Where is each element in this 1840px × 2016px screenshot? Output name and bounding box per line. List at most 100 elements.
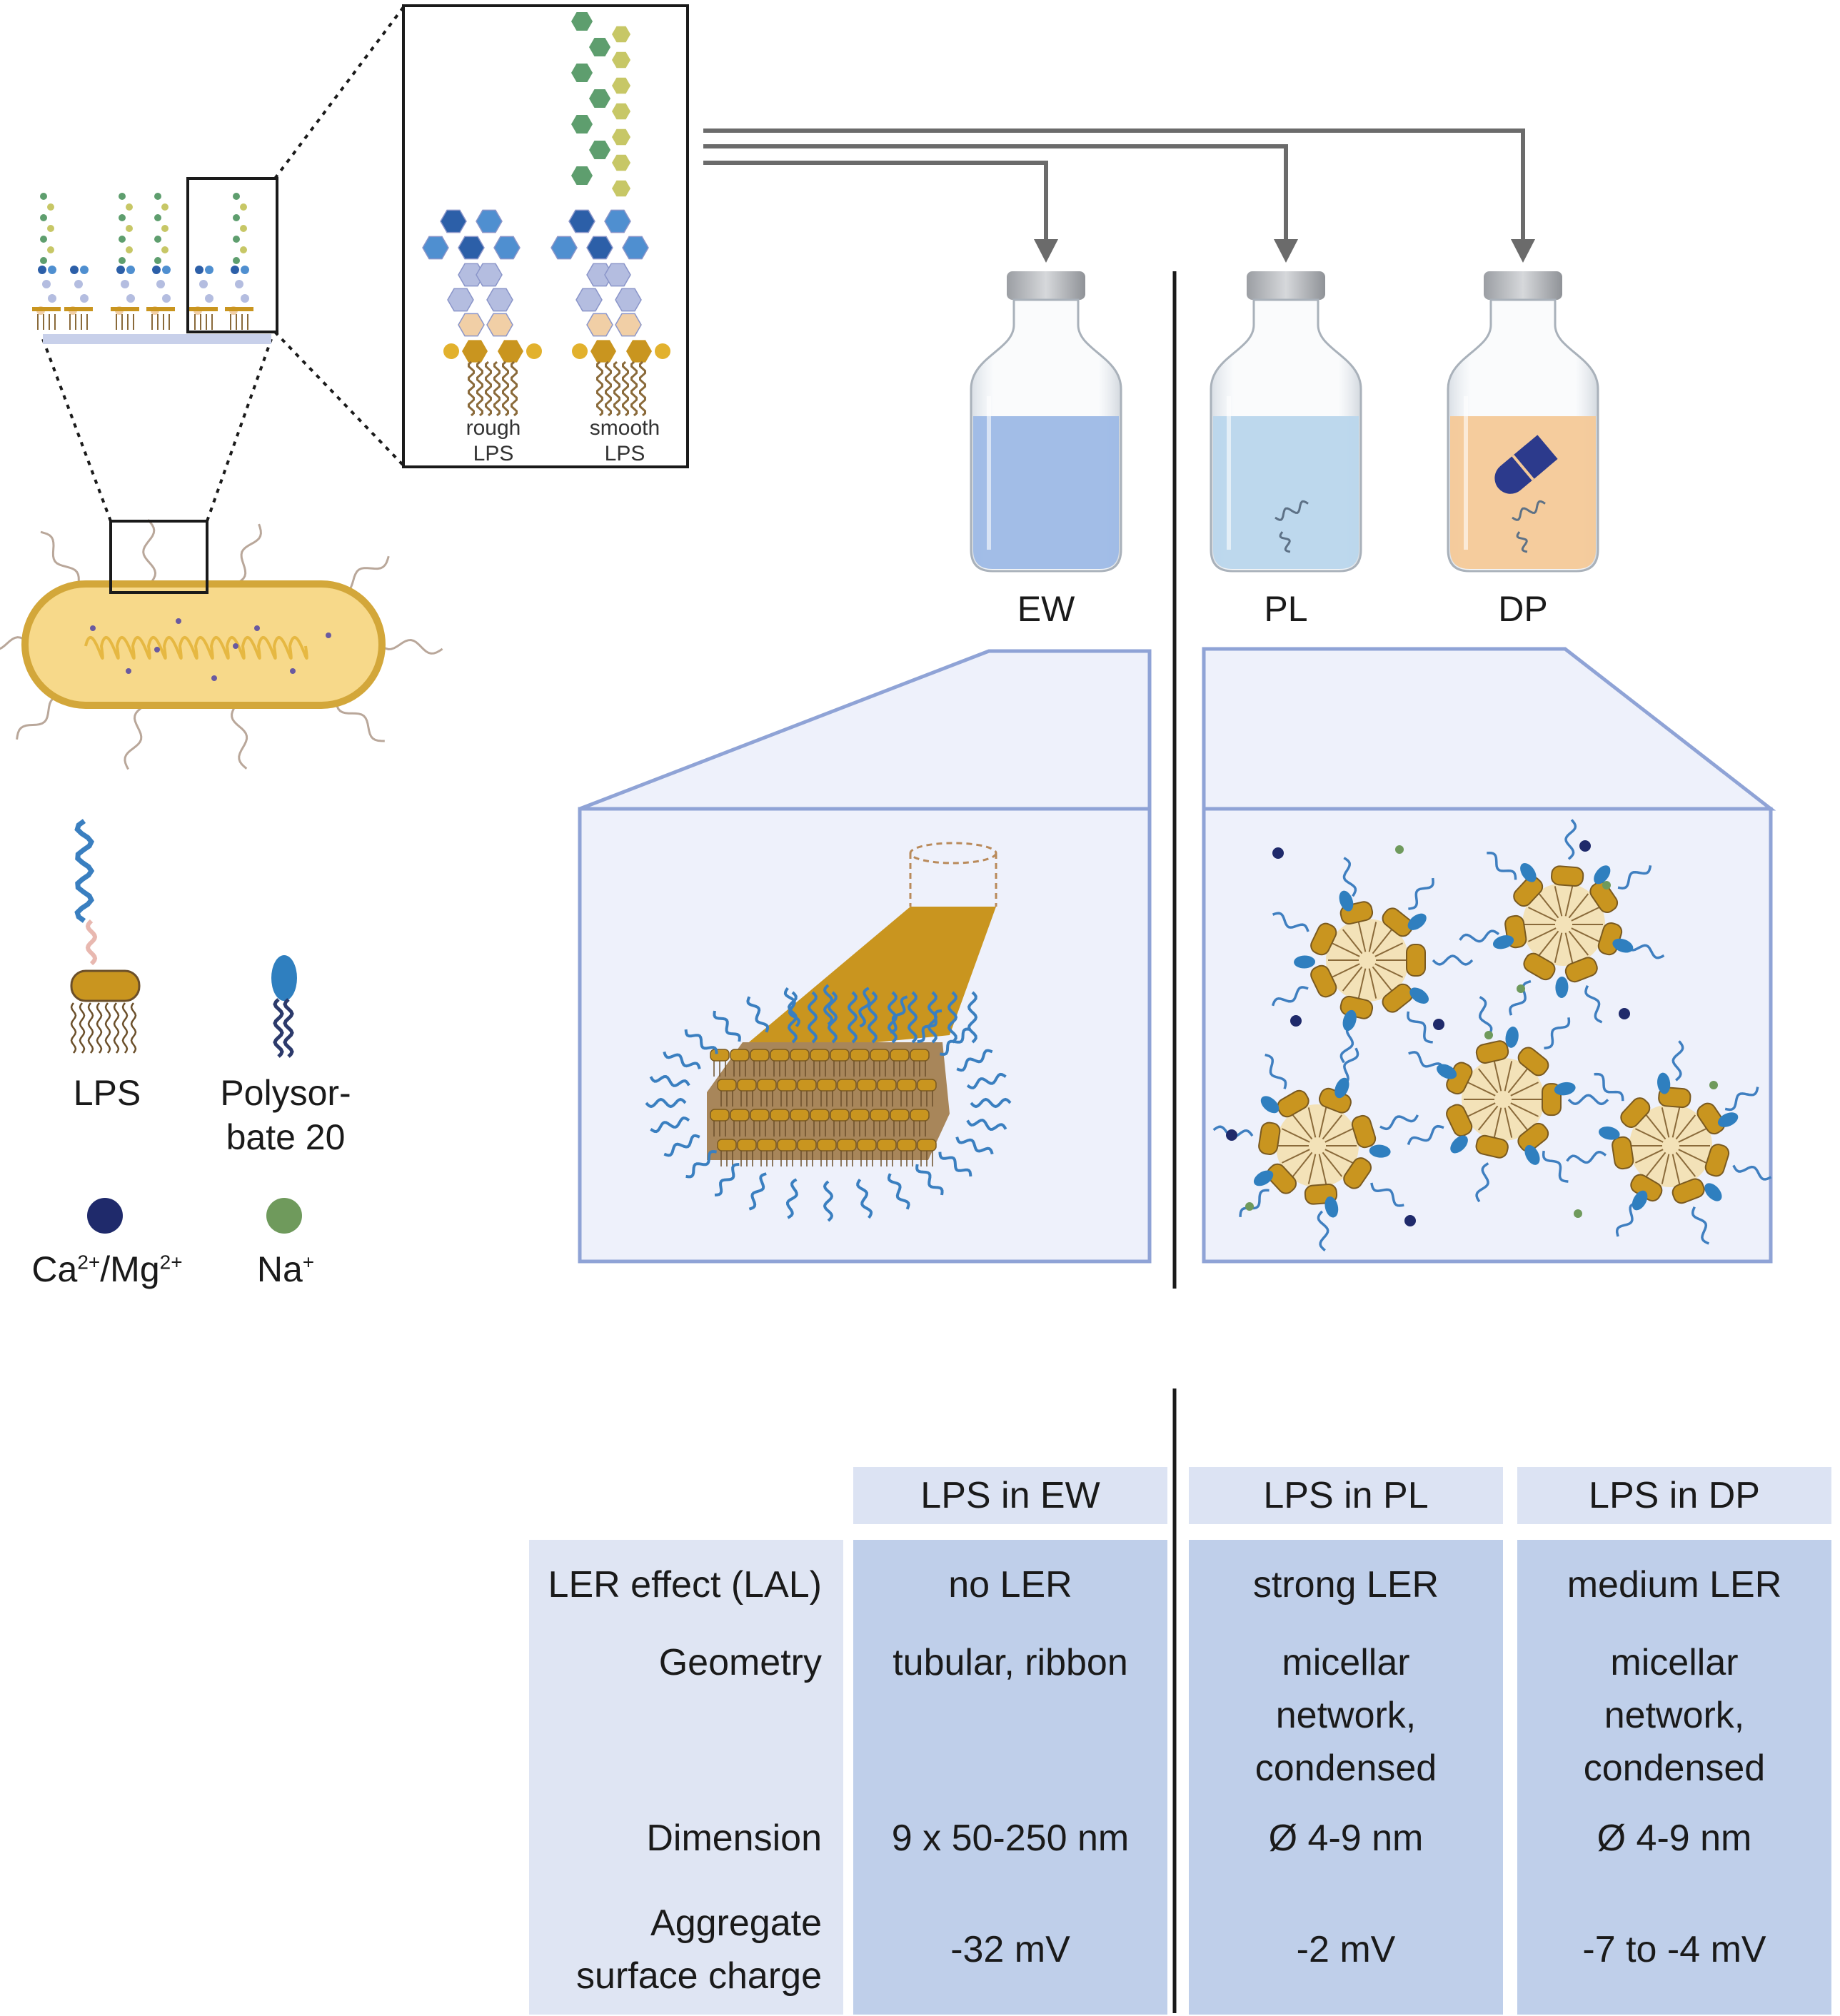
na-ion [1245,1202,1254,1211]
table-cell: Ø 4-9 nm [1189,1812,1503,1865]
ca-mg-ion [1579,840,1591,852]
table-cell-line: no LER [948,1564,1072,1606]
table-cell-line: condensed [1583,1748,1766,1789]
flagellum [377,638,443,655]
vial-liquid [1450,416,1596,569]
o-antigen-chain [956,1049,993,1072]
o-antigen-chain [887,1173,910,1210]
table-cell: tubular, ribbon [853,1636,1167,1689]
distribution-arrows [703,128,1525,246]
arrow-heads [1034,239,1535,263]
bacterium [0,519,443,770]
micelle [1566,1040,1772,1245]
o-antigen-chain [858,987,871,1028]
micelle [1271,857,1474,1064]
o-antigen-chain [650,1117,690,1134]
ca-mg-ion [1619,1008,1630,1019]
na-ion [1574,1209,1582,1218]
table-cell-line: micellar [1610,1642,1739,1683]
o-antigen-chain [915,1164,944,1196]
flagellum [40,530,80,585]
ca-mg-ion [1404,1215,1416,1226]
legend-icons [70,819,302,1234]
table-header-ew: LPS in EW [853,1467,1167,1524]
flagellum [16,695,65,740]
o-antigen-chain [970,1097,1012,1109]
flagellum [231,705,248,770]
o-antigen-chain [823,1180,834,1222]
table-row-label: Aggregate surface charge [529,1897,822,2002]
vial-label-dp: DP [1498,589,1548,629]
flagellum [235,523,262,585]
o-antigen-chain [663,1134,700,1157]
ew-panel [578,649,1152,1264]
row-label-column [529,1540,843,2015]
flagellum [0,636,29,650]
value-column-pl [1189,1540,1503,2015]
table-cell: -32 mV [853,1923,1167,1976]
table-cell-line: Ø 4-9 nm [1268,1818,1424,1859]
flagellum [334,699,385,742]
micelle-panel [1202,647,1776,1264]
table-header-pl: LPS in PL [1189,1467,1503,1524]
value-column-dp [1517,1540,1831,2015]
vials [970,271,1599,573]
table-cell: strong LER [1189,1558,1503,1611]
table-cell-line: condensed [1255,1748,1437,1789]
table-header-dp: LPS in DP [1517,1467,1831,1524]
table-cell: micellar network, condensed [1517,1636,1831,1795]
table-cell-line: network, [1275,1695,1417,1736]
vial-label-ew: EW [1017,589,1075,629]
o-antigen-chain [966,1072,1007,1089]
polysorbate-molecule [1275,500,1309,521]
row-label-line: Aggregate [650,1902,822,1944]
row-label-line: LER effect (LAL) [548,1564,822,1606]
legend-polysorbate-label: Polysor-bate 20 [220,1073,351,1157]
na-ion [1395,845,1404,854]
dna-coil [84,636,308,660]
table-row-label: Geometry [529,1636,822,1689]
lps-legend-icon [70,819,141,1054]
micelle [1407,996,1609,1203]
row-label-line: Geometry [658,1642,822,1683]
o-antigen-chain [785,1178,798,1219]
na-ion [1709,1081,1718,1089]
legend-lps-label: LPS [73,1073,141,1113]
value-column-ew [853,1540,1167,2015]
vial-pl [1210,271,1362,573]
o-antigen-chain [966,1119,1007,1132]
o-antigen-chain [955,1136,994,1155]
flagellum [124,705,144,770]
table-cell-line: -32 mV [950,1929,1070,1970]
vial-ew [970,271,1122,573]
table-cell: Ø 4-9 nm [1517,1812,1831,1865]
o-antigen-chain [684,1029,718,1054]
vial-dp [1447,271,1599,573]
o-antigen-chain [940,1027,971,1056]
row-label-line: surface charge [576,1955,822,1997]
o-antigen-chain [746,996,770,1033]
table-row-label: LER effect (LAL) [529,1558,822,1611]
ca-mg-ion-icon [87,1198,123,1234]
o-antigen-chain [663,1051,701,1069]
table-cell-line: Ø 4-9 nm [1597,1818,1752,1859]
o-antigen-chain [713,1010,741,1042]
table-cell: -2 mV [1189,1923,1503,1976]
legend-ca-mg-label: Ca2+/Mg2+ [31,1249,183,1289]
table-cell: no LER [853,1558,1167,1611]
table-cell-line: tubular, ribbon [893,1642,1128,1683]
table-cell-line: network, [1604,1695,1745,1736]
o-antigen-chain [748,1172,767,1211]
table-cell: -7 to -4 mV [1517,1923,1831,1976]
o-antigen-chain [938,1151,972,1177]
table-cell-line: medium LER [1567,1564,1782,1606]
na-ion [1517,984,1525,993]
table-cell-line: 9 x 50-250 nm [891,1818,1130,1859]
vial-liquid [1213,416,1359,569]
table-cell-line: strong LER [1252,1564,1439,1606]
